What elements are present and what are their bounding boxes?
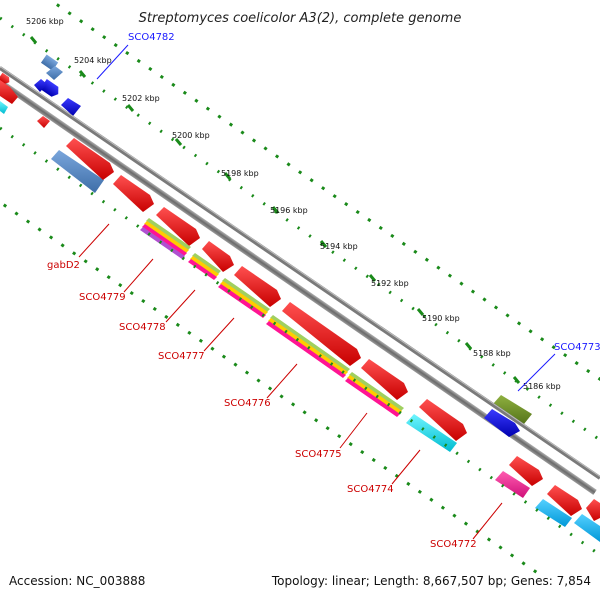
domain-tracks	[140, 218, 404, 417]
gene-labels: SCO4782 gabD2 SCO4779 SCO4778 SCO4777 SC…	[47, 32, 600, 550]
gene-arrow	[156, 207, 200, 246]
domain-stripe	[268, 318, 348, 375]
ruler-tick-labels: 5206 kbp 5204 kbp 5202 kbp 5200 kbp 5198…	[26, 17, 561, 391]
domain-stripe	[190, 256, 219, 277]
gene-arrow	[61, 98, 81, 116]
domain-stripe	[222, 278, 270, 312]
ruler-tick	[126, 104, 135, 112]
ruler-tick	[78, 70, 87, 78]
ruler-tick-label: 5202 kbp	[122, 94, 160, 103]
gene-arrow	[574, 514, 600, 542]
domain-stripe	[142, 224, 187, 256]
ruler-tick	[174, 138, 183, 146]
ruler-tick-label: 5198 kbp	[221, 169, 259, 178]
domain-stripe	[188, 259, 217, 280]
ruler-tick	[29, 36, 38, 44]
ruler-tick	[319, 240, 328, 248]
domain-stripe	[220, 281, 268, 315]
gene-arrow	[419, 399, 467, 441]
genome-backbone-line	[0, 66, 600, 480]
domain-stripe	[345, 378, 400, 417]
ruler-tick-label: 5186 kbp	[523, 382, 561, 391]
domain-stripe	[144, 221, 189, 253]
gene-arrow	[51, 150, 104, 193]
domain-stripe	[192, 253, 221, 274]
ruler-tick-label: 5194 kbp	[320, 242, 358, 251]
gene-arrow	[406, 414, 457, 452]
gene-arrow	[586, 499, 600, 521]
gene-arrow	[113, 175, 154, 212]
accession-text: Accession: NC_003888	[9, 574, 145, 588]
ruler-track	[0, 16, 600, 442]
leader-line	[96, 44, 129, 80]
gene-label-sco4773[interactable]: SCO4773	[554, 342, 600, 353]
ruler-tick	[512, 376, 521, 384]
ruler-tick	[271, 206, 280, 214]
ruler-tick-label: 5204 kbp	[74, 56, 112, 65]
genome-backbone-highlight	[0, 66, 600, 477]
summary-text: Topology: linear; Length: 8,667,507 bp; …	[271, 574, 591, 588]
gene-arrow	[509, 456, 543, 486]
leader-line	[391, 449, 421, 485]
gene-label-sco4782[interactable]: SCO4782	[128, 32, 175, 43]
label-leaders	[78, 44, 556, 540]
gene-block	[40, 54, 59, 71]
leader-line	[123, 258, 154, 293]
ruler-tick-label: 5188 kbp	[473, 349, 511, 358]
map-title: Streptomyces coelicolor A3(2), complete …	[139, 11, 462, 26]
ruler-tick-label: 5192 kbp	[371, 279, 409, 288]
gene-arrow	[0, 80, 18, 104]
leader-line	[472, 502, 503, 540]
gene-label-sco4779[interactable]: SCO4779	[79, 292, 126, 303]
gene-arrow	[37, 116, 50, 128]
ruler-ticks	[29, 36, 521, 384]
gene-arrow	[495, 471, 530, 498]
ruler-tick-label: 5200 kbp	[172, 131, 210, 140]
ruler-track-bottom	[0, 163, 540, 576]
gene-arrow	[202, 241, 234, 272]
gene-label-sco4777[interactable]: SCO4777	[158, 351, 205, 362]
gene-arrow	[361, 359, 408, 400]
gene-arrow	[46, 66, 63, 80]
ruler-tick	[464, 342, 473, 350]
gene-label-gabd2[interactable]: gabD2	[47, 260, 80, 271]
gene-arrow	[34, 79, 47, 92]
domain-stripe	[349, 372, 404, 411]
gene-label-sco4776[interactable]: SCO4776	[224, 398, 271, 409]
leader-line	[517, 353, 556, 392]
leader-line	[203, 317, 235, 352]
ruler-tick	[416, 308, 425, 316]
gene-label-sco4774[interactable]: SCO4774	[347, 484, 394, 495]
ruler-tick	[223, 172, 232, 180]
genome-backbone	[0, 58, 597, 495]
gene-arrow	[493, 395, 532, 424]
gene-label-sco4778[interactable]: SCO4778	[119, 322, 166, 333]
gene-arrow	[66, 138, 114, 180]
leader-line	[78, 223, 110, 258]
gene-arrow	[484, 409, 520, 437]
ruler-tick-label: 5196 kbp	[270, 206, 308, 215]
leader-line	[165, 289, 196, 323]
domain-stripe	[218, 284, 266, 318]
leader-line	[266, 363, 298, 399]
gene-arrow	[0, 101, 8, 114]
ruler-track-top	[56, 3, 600, 415]
ruler-tick-label: 5206 kbp	[26, 17, 64, 26]
gene-features	[0, 66, 600, 542]
domain-stripe	[266, 321, 346, 378]
gene-label-sco4772[interactable]: SCO4772	[430, 539, 477, 550]
gene-arrow	[535, 499, 572, 527]
leader-line	[339, 412, 368, 449]
ruler-tick-label: 5190 kbp	[422, 314, 460, 323]
gene-arrow	[547, 485, 582, 516]
gene-arrow	[234, 266, 281, 307]
ruler-tick	[368, 274, 377, 282]
gene-arrow	[282, 302, 361, 366]
domain-stripe	[140, 227, 185, 259]
gene-label-sco4775[interactable]: SCO4775	[295, 449, 342, 460]
domain-stripe	[270, 315, 350, 372]
domain-stripe	[146, 218, 191, 250]
